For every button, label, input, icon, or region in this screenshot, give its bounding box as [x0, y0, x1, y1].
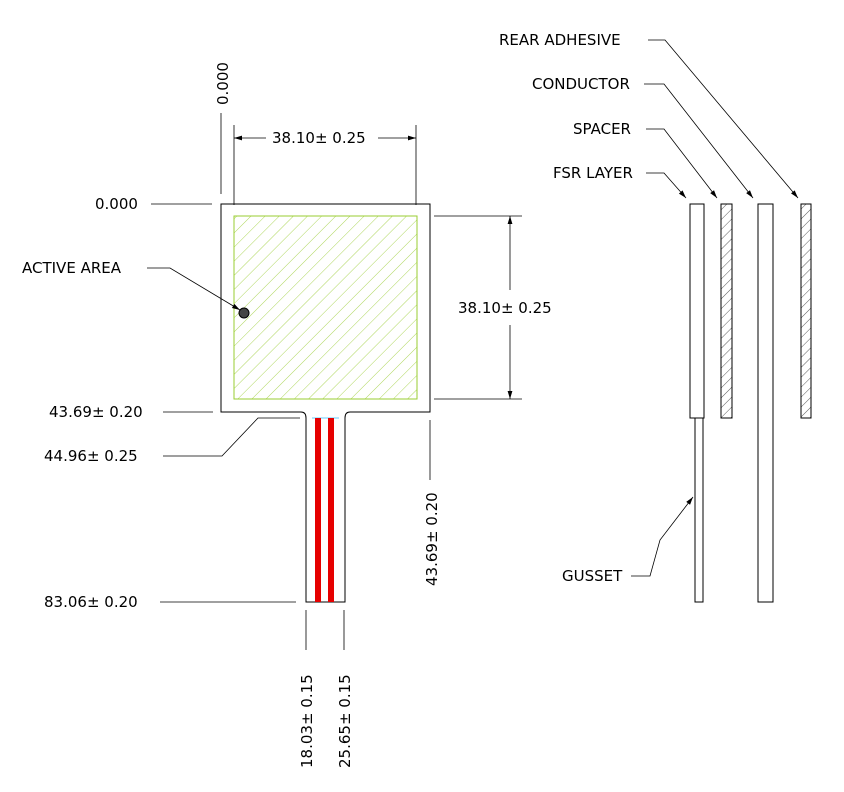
trace-right [328, 418, 334, 602]
trace-left [315, 418, 321, 602]
spacer [720, 203, 733, 419]
active-area-point [238, 307, 250, 319]
gusset-label: GUSSET [562, 567, 623, 585]
fsr-layer [689, 203, 705, 419]
conductor [757, 203, 774, 603]
tail-neck-label: 44.96± 0.25 [44, 447, 138, 465]
width-dim-label: 38.10± 0.25 [272, 129, 366, 147]
sensor-outline [220, 203, 431, 603]
spacer-label: SPACER [573, 120, 631, 138]
rear-adhesive-label: REAR ADHESIVE [499, 31, 621, 49]
conductor-label: CONDUCTOR [532, 75, 630, 93]
tail-top-right-label: 43.69± 0.20 [423, 492, 441, 586]
active-area [233, 215, 418, 400]
dimension-lines [147, 113, 522, 650]
trace-right-label: 25.65± 0.15 [336, 674, 354, 768]
dimension-text: 0.000 38.10± 0.25 0.000 38.10± 0.25 43.6… [22, 62, 552, 768]
layer-stack [631, 39, 812, 603]
gusset [694, 417, 704, 603]
rear-adhesive [800, 203, 812, 419]
origin-x-label: 0.000 [214, 62, 232, 105]
trace-left-label: 18.03± 0.15 [298, 674, 316, 768]
height-dim-label: 38.10± 0.25 [458, 299, 552, 317]
tail-top-left-label: 43.69± 0.20 [49, 403, 143, 421]
fsr-layer-label: FSR LAYER [553, 164, 633, 182]
tail-end-label: 83.06± 0.20 [44, 593, 138, 611]
active-area-label: ACTIVE AREA [22, 259, 122, 277]
layer-labels: REAR ADHESIVE CONDUCTOR SPACER FSR LAYER… [499, 31, 633, 585]
sensor-front-view [220, 203, 431, 603]
origin-y-label: 0.000 [95, 195, 138, 213]
